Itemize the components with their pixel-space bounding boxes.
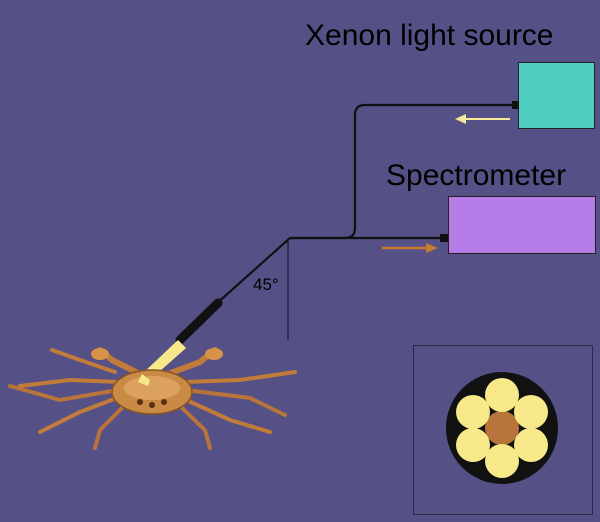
fiber-outer [485, 444, 519, 478]
angle-label: 45° [253, 275, 279, 295]
light-source-connector [512, 101, 519, 109]
outgoing-light-arrow [455, 114, 510, 124]
spectrometer-connector [440, 234, 448, 242]
fiber-outer [485, 378, 519, 412]
fiber-outer [514, 395, 548, 429]
fiber-outer [514, 428, 548, 462]
probe-handle [180, 303, 218, 340]
return-light-arrow [382, 243, 438, 253]
crab-icon [10, 348, 295, 448]
fiber-bundle-icon [446, 372, 558, 484]
fiber-center [485, 411, 519, 445]
fiber-outer [456, 395, 490, 429]
fiber-outer [456, 428, 490, 462]
fiber-cable-to-light-source [290, 105, 512, 238]
